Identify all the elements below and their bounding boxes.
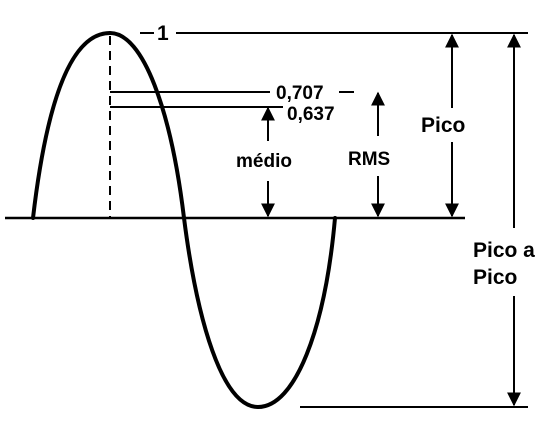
peak-to-peak-label-line1: Pico a bbox=[473, 239, 535, 262]
average-value-label: 0,637 bbox=[287, 104, 335, 125]
peak-to-peak-label-line2: Pico bbox=[473, 266, 517, 289]
sine-wave-curve bbox=[31, 30, 337, 410]
rms-label: RMS bbox=[348, 149, 390, 170]
peak-value-label: 1 bbox=[157, 22, 169, 45]
rms-value-label: 0,707 bbox=[276, 83, 324, 104]
peak-label: Pico bbox=[421, 114, 465, 137]
average-label: médio bbox=[236, 151, 292, 172]
